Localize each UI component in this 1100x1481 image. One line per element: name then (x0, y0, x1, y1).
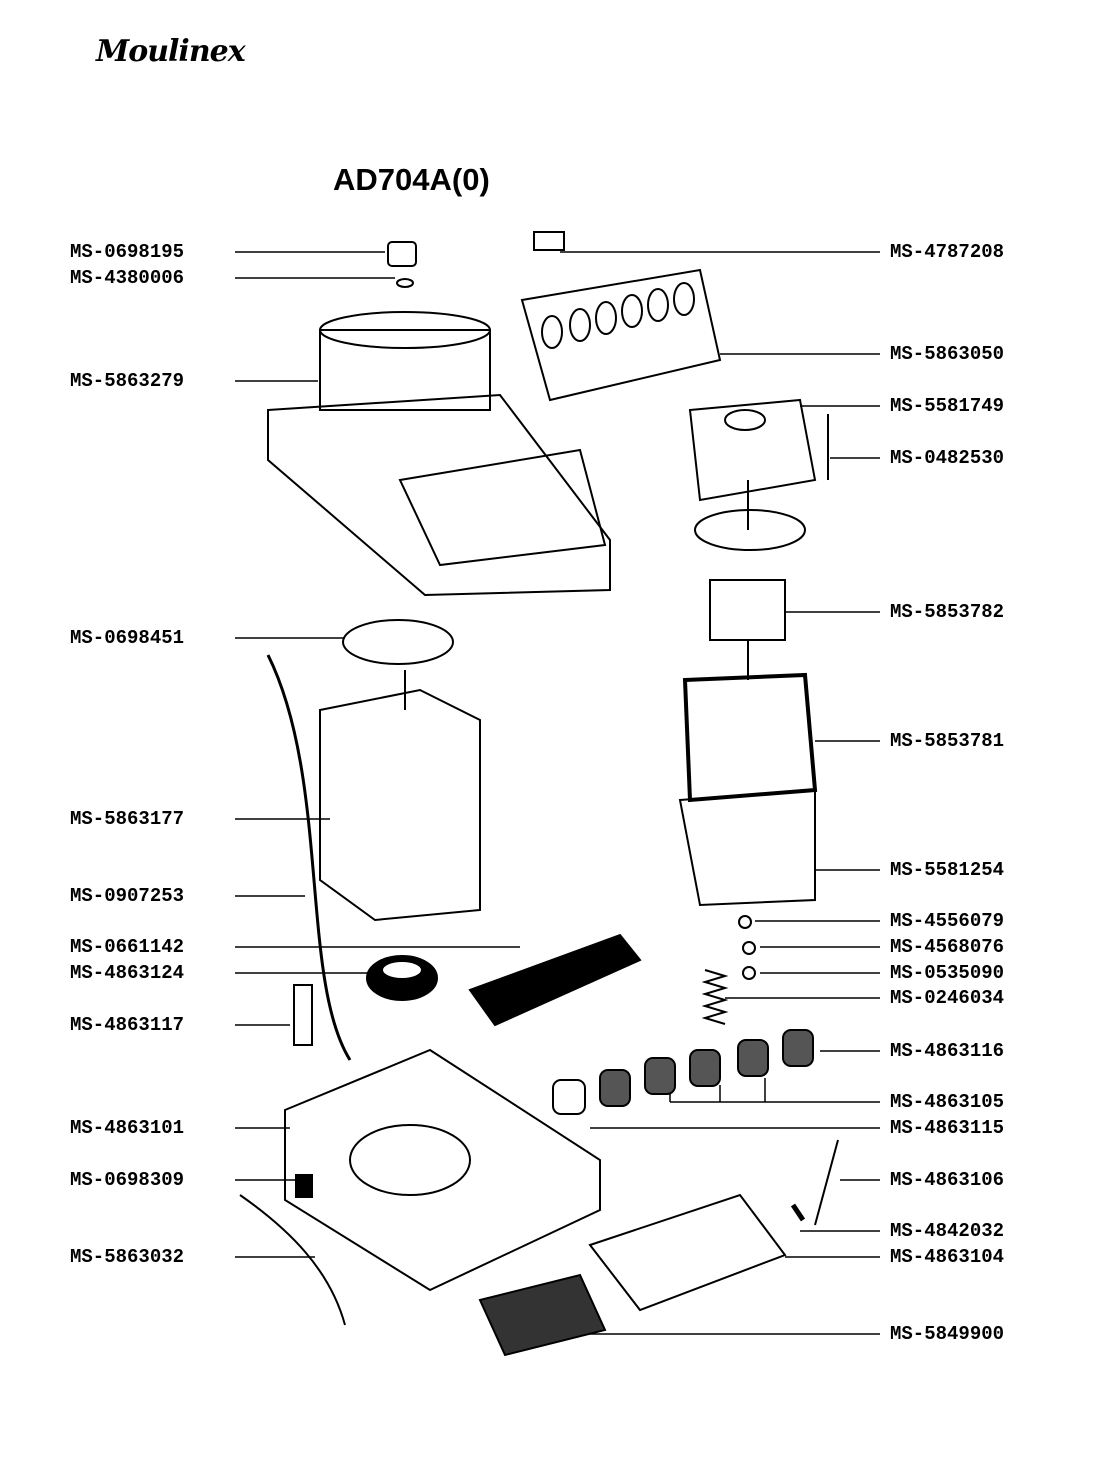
part-label-ms-4863124: MS-4863124 (70, 962, 185, 984)
part-label-ms-4556079: MS-4556079 (890, 910, 1005, 932)
part-label-ms-5863032: MS-5863032 (70, 1246, 185, 1268)
leader-lines (235, 251, 880, 1335)
part-label-ms-4380006: MS-4380006 (70, 267, 185, 289)
part-drawings (239, 231, 839, 1357)
part-label-ms-4863104: MS-4863104 (890, 1246, 1005, 1268)
part-label-ms-5863177: MS-5863177 (70, 808, 185, 830)
model-title: AD704A(0) (333, 162, 490, 197)
part-label-ms-4863117: MS-4863117 (70, 1014, 185, 1036)
part-label-ms-4863115: MS-4863115 (890, 1117, 1005, 1139)
part-label-ms-0698451: MS-0698451 (70, 627, 185, 649)
part-label-ms-4863106: MS-4863106 (890, 1169, 1005, 1191)
part-label-ms-4842032: MS-4842032 (890, 1220, 1005, 1242)
part-label-ms-0698309: MS-0698309 (70, 1169, 185, 1191)
part-label-ms-0482530: MS-0482530 (890, 447, 1005, 469)
moulinex-logo: Moulinex (96, 34, 246, 69)
part-label-ms-0698195: MS-0698195 (70, 241, 185, 263)
part-label-ms-0661142: MS-0661142 (70, 936, 185, 958)
part-label-ms-4863105: MS-4863105 (890, 1091, 1005, 1113)
part-label-ms-0535090: MS-0535090 (890, 962, 1005, 984)
part-label-ms-5849900: MS-5849900 (890, 1323, 1005, 1345)
part-label-ms-4787208: MS-4787208 (890, 241, 1005, 263)
part-label-ms-5581749: MS-5581749 (890, 395, 1005, 417)
part-label-ms-0246034: MS-0246034 (890, 987, 1005, 1009)
part-label-ms-4863116: MS-4863116 (890, 1040, 1005, 1062)
part-label-ms-5581254: MS-5581254 (890, 859, 1005, 881)
part-label-ms-5863279: MS-5863279 (70, 370, 185, 392)
part-label-ms-5863050: MS-5863050 (890, 343, 1005, 365)
part-label-ms-4568076: MS-4568076 (890, 936, 1005, 958)
part-label-ms-4863101: MS-4863101 (70, 1117, 185, 1139)
part-label-ms-5853782: MS-5853782 (890, 601, 1005, 623)
part-label-ms-0907253: MS-0907253 (70, 885, 185, 907)
part-label-ms-5853781: MS-5853781 (890, 730, 1005, 752)
